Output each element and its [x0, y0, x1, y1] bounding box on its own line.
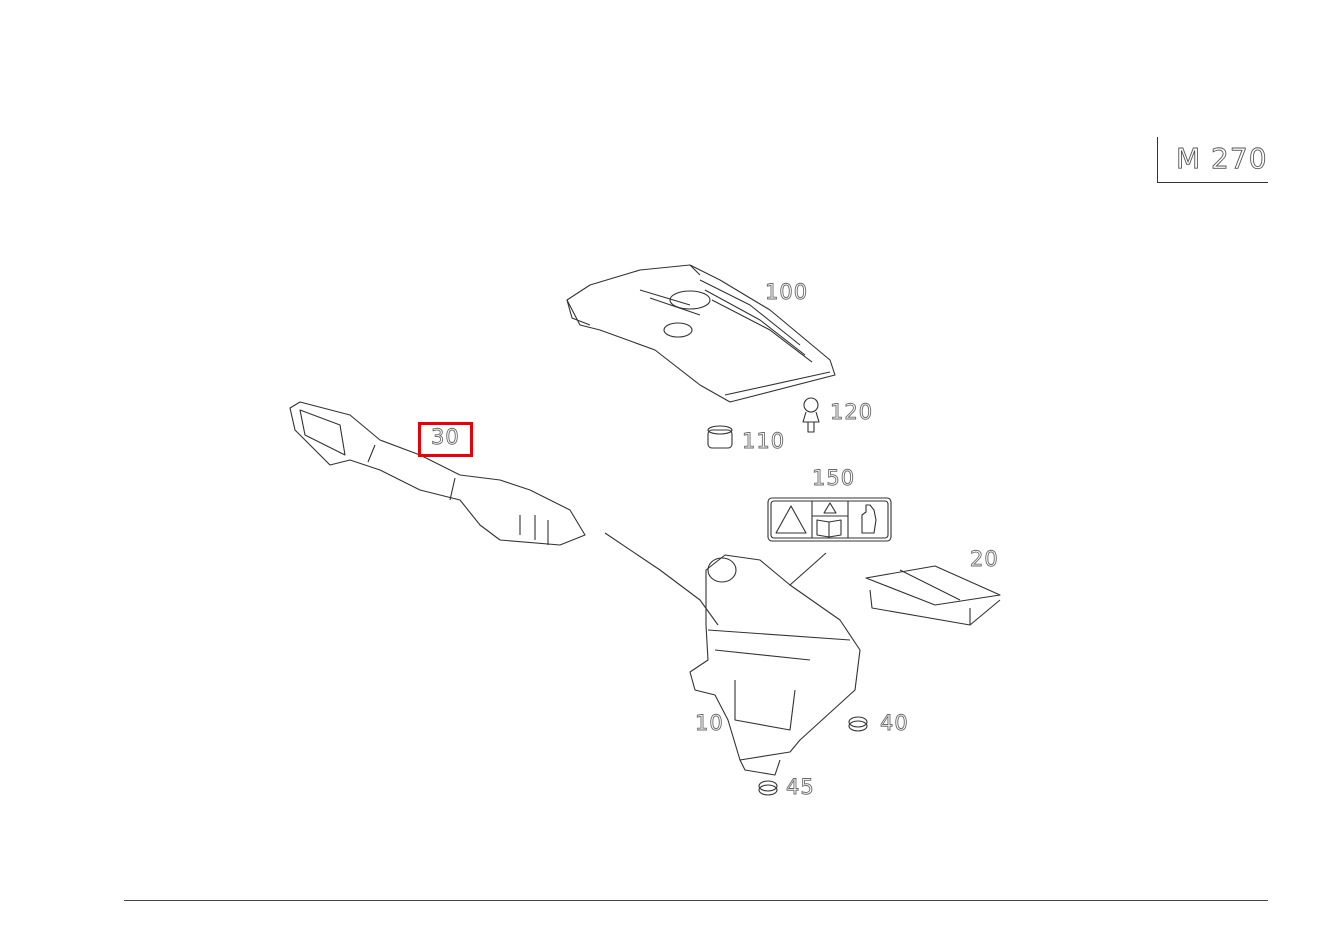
- part-label-150[interactable]: 150: [812, 466, 856, 490]
- part-label-100[interactable]: 100: [765, 280, 809, 304]
- part-label-120[interactable]: 120: [830, 400, 874, 424]
- part-label-40[interactable]: 40: [880, 711, 909, 735]
- part-label-20[interactable]: 20: [970, 547, 999, 571]
- warning-label-drawing: [767, 497, 892, 542]
- grommet-drawing: [707, 425, 733, 449]
- air-filter-housing-drawing: [689, 554, 861, 776]
- part-label-10[interactable]: 10: [695, 711, 724, 735]
- rubber-mount-drawing: [848, 716, 868, 732]
- intake-duct-drawing: [289, 401, 586, 546]
- air-filter-drawing: [865, 565, 1001, 626]
- part-label-30[interactable]: 30: [431, 425, 460, 449]
- assembly-arrow-line: [604, 532, 719, 626]
- part-label-45[interactable]: 45: [786, 775, 815, 799]
- engine-code-box: M 270: [1157, 137, 1268, 183]
- part-label-110[interactable]: 110: [742, 429, 786, 453]
- engine-cover-drawing: [566, 264, 836, 403]
- footer-divider: [124, 900, 1268, 901]
- ball-stud-drawing: [802, 397, 820, 433]
- highlight-box-part-30: [418, 422, 473, 457]
- rubber-mount-bottom-drawing: [758, 780, 778, 796]
- engine-code: M 270: [1176, 142, 1268, 176]
